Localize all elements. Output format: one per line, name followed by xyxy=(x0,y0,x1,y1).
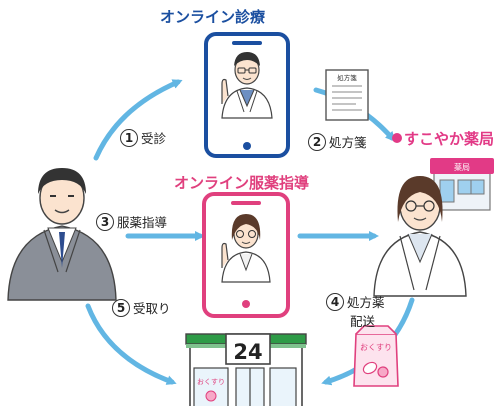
doctor-phone-icon xyxy=(204,32,290,158)
prescription-icon: 処方箋 xyxy=(325,69,369,121)
pharmacy-building-icon: 薬局 xyxy=(430,158,494,211)
step-4-number: 4 xyxy=(326,292,344,311)
convenience-store-icon: 24 おくすり xyxy=(185,333,307,406)
step-4-label: 処方薬 xyxy=(347,295,385,310)
step-3: 3 服薬指導 xyxy=(96,212,167,231)
arrow-consultation xyxy=(93,79,183,161)
store-bag-label: おくすり xyxy=(197,378,225,386)
brand-logo-icon xyxy=(392,133,402,143)
step-3-label: 服薬指導 xyxy=(117,215,168,230)
pharmacist-icon xyxy=(373,176,467,297)
pharmacy-brand-name: すこやか薬局 xyxy=(404,130,495,148)
step-4: 4 処方薬 配送 xyxy=(326,292,385,330)
arrow-pickup xyxy=(85,303,177,385)
pharmacy-sign: 薬局 xyxy=(454,162,470,172)
guidance-phone-icon xyxy=(202,192,290,318)
pharmacist-phone-icon xyxy=(221,214,271,283)
store-number: 24 xyxy=(233,340,262,364)
doctor-icon xyxy=(221,52,273,119)
prescription-label: 処方箋 xyxy=(337,73,357,82)
step-1: 1 受診 xyxy=(120,128,166,147)
step-4-label-line2: 配送 xyxy=(350,314,376,329)
step-1-number: 1 xyxy=(120,128,138,147)
step-2: 2 処方箋 xyxy=(308,132,367,151)
patient-icon xyxy=(7,168,117,301)
step-2-number: 2 xyxy=(308,132,326,151)
medicine-bag-icon: おくすり xyxy=(353,325,399,387)
medicine-bag-label: おくすり xyxy=(360,343,392,352)
title-online-guidance: オンライン服薬指導 xyxy=(174,174,310,192)
step-1-label: 受診 xyxy=(141,131,167,146)
step-5: 5 受取り xyxy=(112,298,171,317)
step-5-label: 受取り xyxy=(133,301,171,316)
step-2-label: 処方箋 xyxy=(329,135,367,150)
step-5-number: 5 xyxy=(112,298,130,317)
title-online-consultation: オンライン診療 xyxy=(160,8,266,26)
step-3-number: 3 xyxy=(96,212,114,231)
